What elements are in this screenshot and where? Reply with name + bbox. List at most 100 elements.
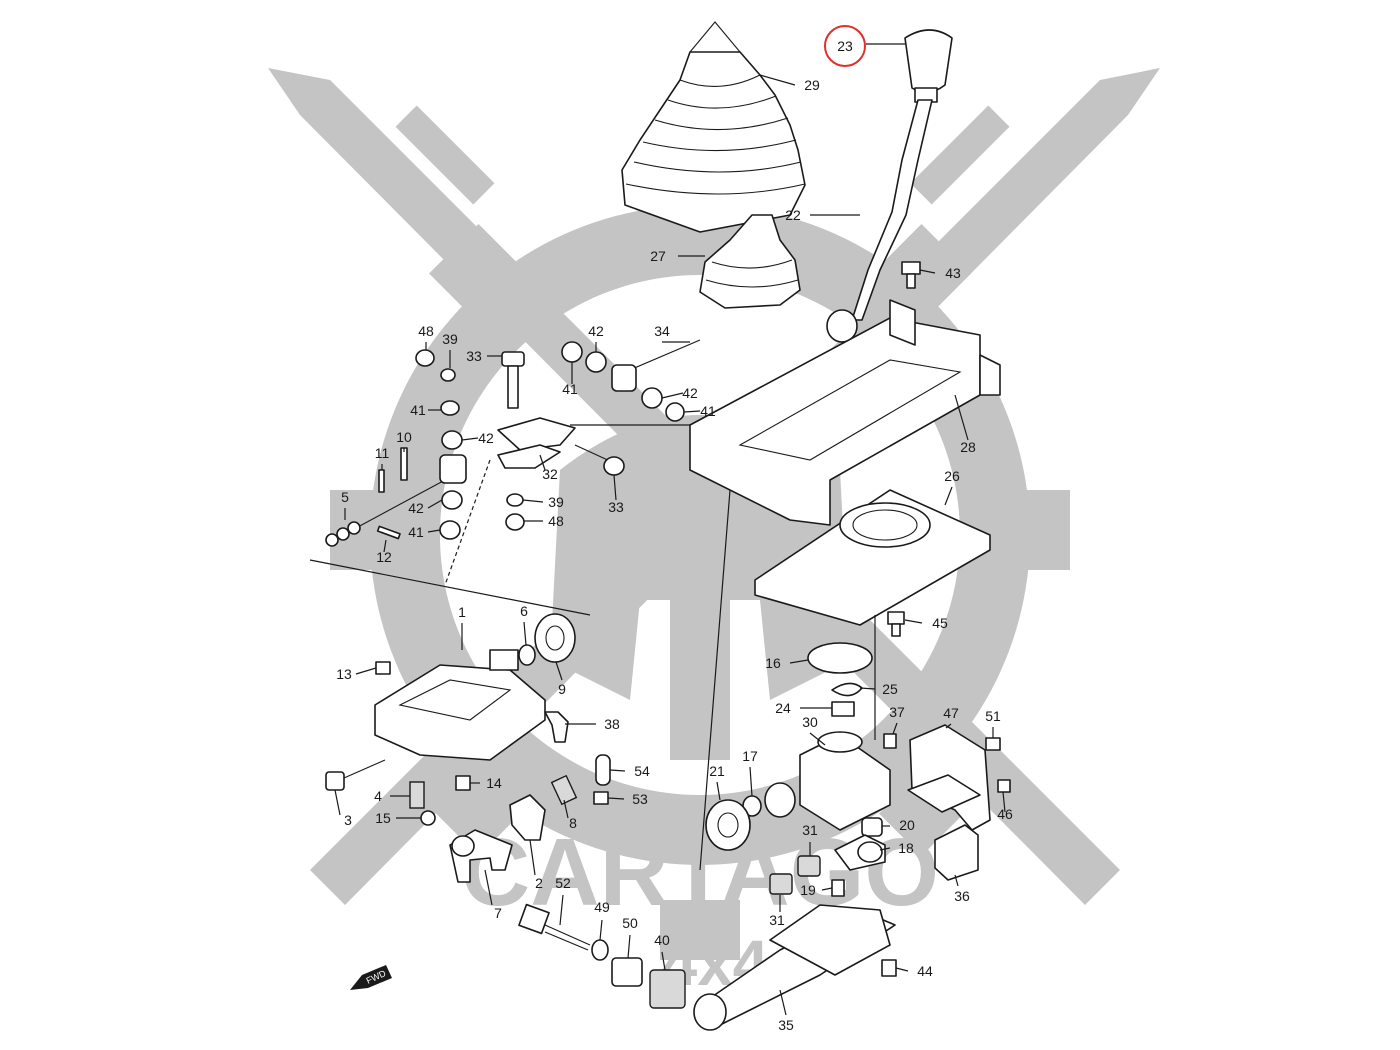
callout-label-c41d: 41 [408,524,424,540]
part-11-pin [378,469,385,493]
part-5-shaft [325,479,446,547]
callout-label-c2: 2 [535,875,543,891]
part-14-plug [455,775,471,791]
part-12-pin [376,525,401,540]
callout-leader-c13 [355,667,377,675]
callout-label-c16: 16 [765,655,781,671]
callout-label-c50: 50 [622,915,638,931]
part-28-bracket [689,299,1001,526]
part-13-bolt [375,661,391,675]
callout-leader-c19 [821,887,833,891]
part-35-shift-rod [693,904,896,1031]
part-8-spring [550,774,578,806]
part-15-ball [420,810,436,826]
callout-label-c28: 28 [960,439,976,455]
callout-label-c42b: 42 [682,385,698,401]
callout-label-c8: 8 [569,815,577,831]
callout-label-c42c: 42 [478,430,494,446]
part-9-seal [534,613,576,663]
callout-label-c7: 7 [494,905,502,921]
part-3-bolt [325,759,386,791]
part-45-bolt [887,611,905,637]
part-52-bolt [518,903,591,951]
part-20-bushing [861,817,883,837]
part-49-washer [591,939,609,961]
callout-leader-c33b [613,474,617,501]
callout-label-c13: 13 [336,666,352,682]
part-30-case [764,731,891,831]
callout-leader-c54 [609,769,626,772]
part-43-bolt [901,261,921,289]
callout-label-c52: 52 [555,875,571,891]
callout-label-c49: 49 [594,899,610,915]
callout-leader-c42c [461,437,479,441]
callout-leader-c7 [484,869,493,906]
fwd-arrow-icon: FWD [350,965,392,990]
callout-leader-c39b [522,499,544,503]
part-54-pin [595,754,611,786]
callout-label-c41c: 41 [410,402,426,418]
callout-label-c48a: 48 [418,323,434,339]
callout-label-c44: 44 [917,963,933,979]
part-7-fork [449,829,513,883]
callout-label-c39b: 39 [548,494,564,510]
part-46-nut [997,779,1011,793]
callout-leader-c26 [944,486,953,506]
part-16-plate [807,642,873,674]
callout-label-c37: 37 [889,704,905,720]
callout-leader-c41d [427,529,441,533]
callout-leader-c21 [716,781,721,801]
callout-label-c54: 54 [634,763,650,779]
callout-label-c10: 10 [396,429,412,445]
callout-label-c40: 40 [654,932,670,948]
callout-leader-c44 [895,967,909,972]
callout-label-c43: 43 [945,265,961,281]
part-39-washer-a [440,368,456,382]
callout-leader-c52 [559,894,564,926]
callout-leader-c45 [904,619,923,624]
callout-label-c42a: 42 [588,323,604,339]
part-41-bushing-b [665,402,685,422]
callout-label-c12: 12 [376,549,392,565]
part-44-bolt [881,959,897,977]
callout-label-c46: 46 [997,806,1013,822]
part-2-yoke [509,794,546,841]
callout-label-c51: 51 [985,708,1001,724]
callout-leader-c41b [683,410,701,413]
callout-label-c34: 34 [654,323,670,339]
part-25-spring [831,682,863,697]
callout-leader-c50 [627,934,631,959]
callout-label-c23: 23 [837,38,853,54]
callout-leader-c18 [879,847,891,851]
part-51-bolt [985,737,1001,751]
part-4-spring [409,781,425,809]
callout-label-c22: 22 [785,207,801,223]
part-29-shift-boot [621,21,806,233]
part-23-shift-knob [904,29,953,103]
callout-label-c6: 6 [520,603,528,619]
part-10-pin [400,447,408,481]
part-18-joint [834,834,886,871]
callout-label-c31b: 31 [769,912,785,928]
part-31-bushings [769,855,821,895]
callout-label-c41b: 41 [700,403,716,419]
callout-label-c17: 17 [742,748,758,764]
callout-leader-c36 [954,874,959,887]
part-32-lever [497,417,576,469]
callout-leader-c42b [661,392,684,399]
callout-label-c38: 38 [604,716,620,732]
callout-leader-c29 [759,74,796,86]
callout-label-c45: 45 [932,615,948,631]
part-6-washer [518,644,536,666]
part-42-bushing-a [585,351,607,373]
part-40-bushing [649,969,686,1009]
callout-leader-c8 [563,799,569,819]
callout-label-c48b: 48 [548,513,564,529]
part-53-nut [593,791,609,805]
part-36-mount [934,824,979,881]
callout-label-c30: 30 [802,714,818,730]
callout-label-c29: 29 [804,77,820,93]
callout-label-c5: 5 [341,489,349,505]
callout-leader-c6 [523,621,527,646]
